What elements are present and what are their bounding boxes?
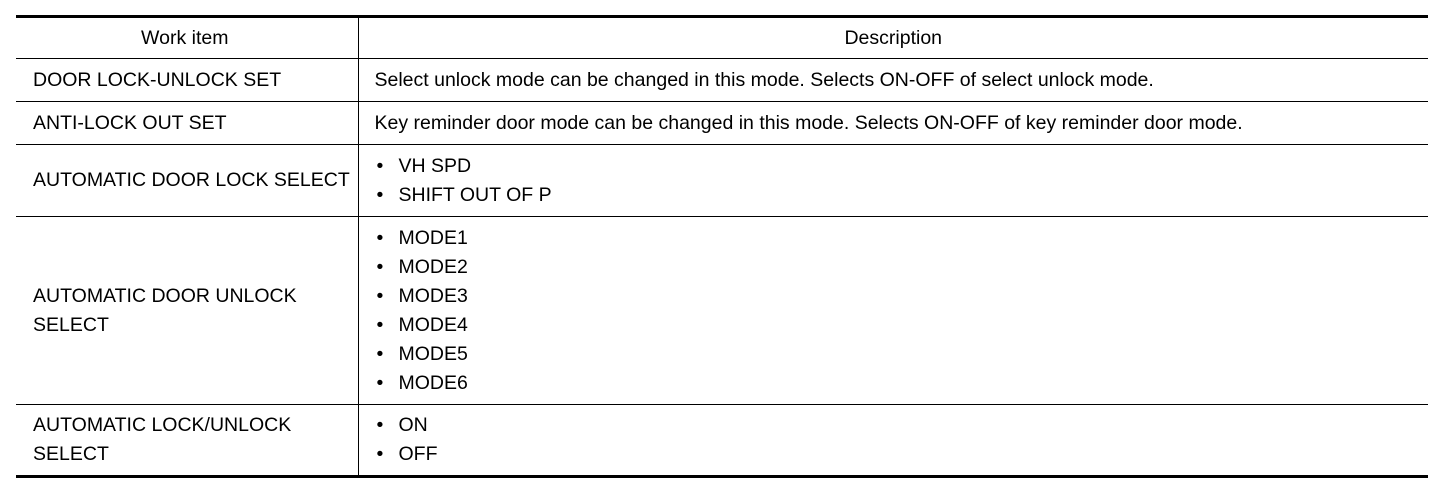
bullet-icon: • bbox=[376, 443, 384, 465]
list-item: • VH SPD bbox=[375, 152, 1429, 181]
table-row: DOOR LOCK-UNLOCK SET Select unlock mode … bbox=[16, 58, 1428, 102]
option-label: MODE5 bbox=[398, 342, 468, 365]
list-item: • MODE5 bbox=[375, 340, 1429, 369]
description-cell: • MODE1 • MODE2 • MODE3 • MODE4 • MODE5 • MODE… bbox=[358, 216, 1429, 405]
option-label: MODE6 bbox=[398, 371, 468, 394]
bullet-icon: • bbox=[376, 414, 384, 436]
bullet-icon: • bbox=[376, 371, 384, 394]
option-label: VH SPD bbox=[398, 154, 472, 177]
bullet-icon: • bbox=[376, 255, 384, 278]
description-cell: • VH SPD • SHIFT OUT OF P bbox=[358, 144, 1429, 217]
work-item-cell: AUTOMATIC DOOR UNLOCK SELECT bbox=[16, 216, 359, 405]
table-row: AUTOMATIC DOOR UNLOCK SELECT • MODE1 • MOD… bbox=[16, 216, 1429, 405]
option-label: MODE3 bbox=[398, 284, 468, 307]
bullet-icon: • bbox=[376, 226, 384, 249]
option-label: MODE4 bbox=[398, 313, 468, 336]
work-item-cell: ANTI-LOCK OUT SET bbox=[16, 101, 359, 145]
work-item-table: Work item Description DOOR LOCK-UNLOCK S… bbox=[16, 15, 1428, 478]
bullet-icon: • bbox=[376, 154, 384, 177]
option-label: ON bbox=[398, 414, 428, 436]
work-item-cell: DOOR LOCK-UNLOCK SET bbox=[16, 58, 359, 102]
table-row: ANTI-LOCK OUT SET Key reminder door mode… bbox=[16, 101, 1428, 145]
bullet-icon: • bbox=[376, 313, 384, 336]
header-description: Description bbox=[358, 15, 1428, 59]
list-item: • MODE6 bbox=[375, 369, 1429, 398]
option-list: • MODE1 • MODE2 • MODE3 • MODE4 • MODE5 • MODE… bbox=[375, 224, 1429, 398]
description-cell: • ON • OFF bbox=[358, 404, 1429, 478]
list-item: • MODE4 bbox=[375, 311, 1429, 340]
option-list: • ON • OFF bbox=[375, 411, 1429, 469]
work-item-cell: AUTOMATIC LOCK/UNLOCK SELECT bbox=[16, 404, 359, 478]
work-item-cell: AUTOMATIC DOOR LOCK SELECT bbox=[16, 144, 359, 217]
list-item: • ON bbox=[375, 411, 1429, 440]
option-label: OFF bbox=[398, 443, 438, 465]
bullet-icon: • bbox=[376, 284, 384, 307]
option-label: MODE2 bbox=[398, 255, 468, 278]
option-label: MODE1 bbox=[398, 226, 468, 249]
list-item: • SHIFT OUT OF P bbox=[375, 181, 1429, 210]
header-work-item: Work item bbox=[16, 15, 359, 59]
list-item: • OFF bbox=[375, 440, 1429, 469]
option-list: • VH SPD • SHIFT OUT OF P bbox=[375, 152, 1429, 210]
description-cell: Select unlock mode can be changed in thi… bbox=[358, 58, 1428, 102]
description-cell: Key reminder door mode can be changed in… bbox=[358, 101, 1428, 145]
bullet-icon: • bbox=[376, 183, 384, 206]
list-item: • MODE3 bbox=[375, 282, 1429, 311]
bullet-icon: • bbox=[376, 342, 384, 365]
table-row: AUTOMATIC DOOR LOCK SELECT • VH SPD • SHIF… bbox=[16, 144, 1429, 217]
table-header-row: Work item Description bbox=[16, 15, 1428, 59]
list-item: • MODE1 bbox=[375, 224, 1429, 253]
option-label: SHIFT OUT OF P bbox=[398, 183, 552, 206]
table-row: AUTOMATIC LOCK/UNLOCK SELECT • ON • OFF bbox=[16, 404, 1429, 478]
list-item: • MODE2 bbox=[375, 253, 1429, 282]
